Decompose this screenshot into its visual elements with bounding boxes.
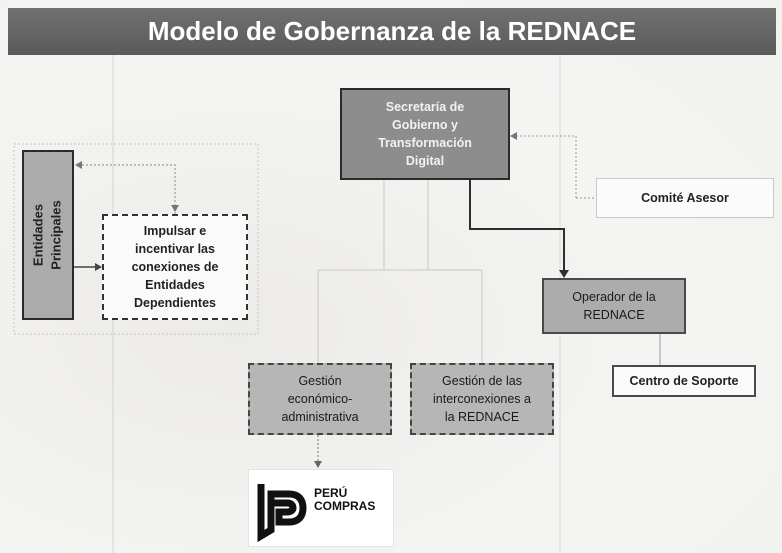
node-label: Operador de la bbox=[572, 290, 656, 304]
connector-impulsar-loop bbox=[80, 164, 176, 214]
node-label: Entidades bbox=[31, 203, 46, 267]
node-label: Transformación bbox=[378, 136, 472, 150]
node-label: Gestión bbox=[298, 374, 342, 388]
logo-line: PERÚ bbox=[314, 486, 348, 500]
node-gestion-economico: Gestión económico- administrativa bbox=[248, 363, 392, 435]
arrowhead bbox=[314, 461, 322, 468]
arrowhead bbox=[559, 270, 569, 278]
arrowhead bbox=[171, 205, 179, 212]
node-label: la REDNACE bbox=[444, 410, 520, 424]
node-label: REDNACE bbox=[583, 308, 645, 322]
peru-compras-icon bbox=[257, 484, 307, 543]
node-label: Entidades bbox=[145, 278, 205, 292]
node-label: económico- bbox=[287, 392, 353, 406]
node-label: interconexiones a bbox=[433, 392, 531, 406]
peru-compras-logo bbox=[248, 469, 394, 547]
node-label: incentivar las bbox=[135, 242, 215, 256]
node-label: Digital bbox=[405, 154, 445, 168]
node-comite-asesor: Comité Asesor bbox=[596, 178, 774, 218]
node-label: Gestión de las bbox=[442, 374, 522, 388]
node-label: Dependientes bbox=[134, 296, 216, 310]
node-centro-soporte: Centro de Soporte bbox=[612, 365, 756, 397]
logo-line: COMPRAS bbox=[314, 499, 376, 513]
node-secretaria: Secretaría de Gobierno y Transformación … bbox=[340, 88, 510, 180]
node-label: Secretaría de bbox=[385, 100, 465, 114]
node-label: Gobierno y bbox=[392, 118, 458, 132]
node-gestion-interconexiones: Gestión de las interconexiones a la REDN… bbox=[410, 363, 554, 435]
connector-secretaria-operador bbox=[469, 180, 565, 272]
node-entidades-principales: Entidades Principales bbox=[22, 150, 74, 320]
node-label: Impulsar e bbox=[143, 224, 207, 238]
connector-comite-secretaria bbox=[516, 135, 577, 198]
node-operador: Operador de la REDNACE bbox=[542, 278, 686, 334]
node-label: Principales bbox=[49, 200, 64, 270]
logo-wordmark: PERÚ COMPRAS bbox=[314, 487, 375, 513]
arrowhead bbox=[510, 132, 517, 140]
arrowhead bbox=[95, 263, 102, 271]
node-impulsar: Impulsar e incentivar las conexiones de … bbox=[102, 214, 248, 320]
arrowhead bbox=[75, 161, 82, 169]
node-label: conexiones de bbox=[131, 260, 219, 274]
node-label: administrativa bbox=[281, 410, 359, 424]
group-frame bbox=[13, 143, 259, 335]
page-title: Modelo de Gobernanza de la REDNACE bbox=[8, 8, 776, 55]
